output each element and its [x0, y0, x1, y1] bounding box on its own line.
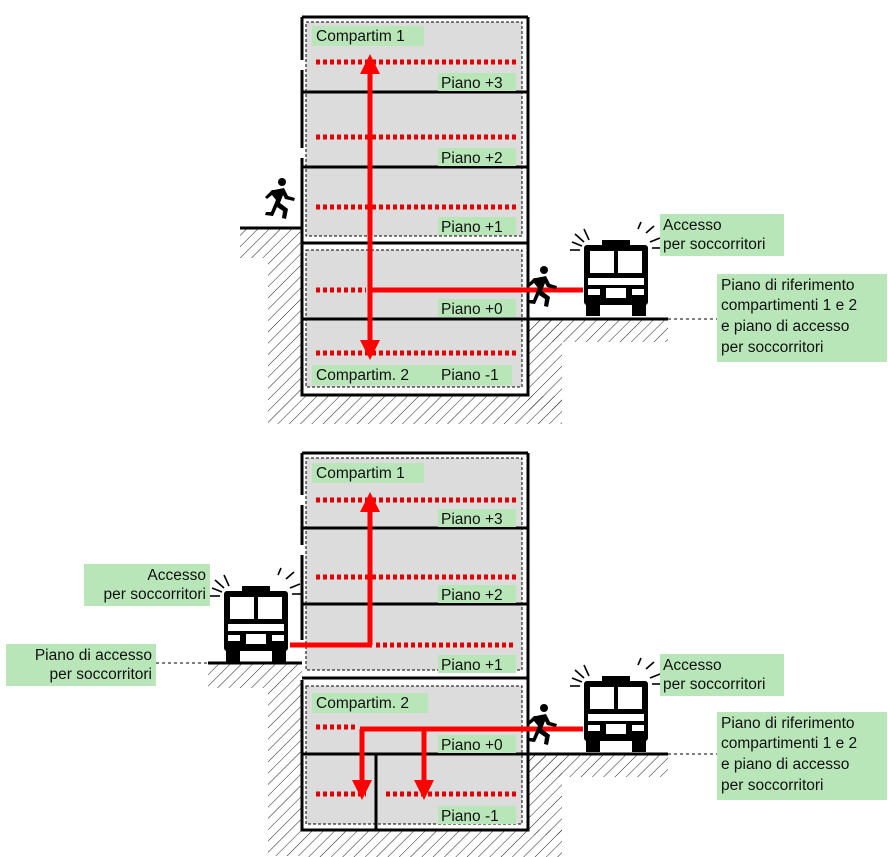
reference-label: e piano di accesso [721, 756, 849, 773]
floor-label: Piano +2 [441, 150, 503, 167]
ground-hatch [528, 755, 668, 777]
compartment-1-label: Compartim 1 [316, 28, 405, 45]
floor-label: Piano +0 [441, 301, 503, 318]
fire-truck-icon [569, 221, 663, 317]
ground-hatch [302, 396, 562, 424]
access-floor-label: Piano di accesso [35, 647, 152, 664]
reference-label: per soccorritori [721, 339, 824, 356]
access-floor-label: per soccorritori [50, 666, 153, 683]
ground-hatch [208, 662, 302, 688]
compartment-2-label: Compartim. 2 [316, 367, 409, 384]
ground-hatch [528, 320, 668, 342]
reference-label: Piano di riferimento [721, 277, 855, 294]
compartment-1-label: Compartim 1 [316, 465, 405, 482]
ground-hatch [268, 258, 302, 424]
floor-label: Piano +0 [441, 737, 503, 754]
bottom-diagram: Compartim 1 Piano +3 Piano +2 Piano +1 C… [6, 451, 887, 857]
fire-truck-icon [569, 657, 663, 753]
reference-label: per soccorritori [721, 777, 824, 794]
top-diagram: Compartim 1 Piano +3 Piano +2 Piano +1 P… [240, 15, 887, 424]
floor-label: Piano +1 [441, 219, 503, 236]
reference-label: Piano di riferimento [721, 715, 855, 732]
running-person-icon [527, 704, 557, 745]
compartment-1-area [305, 457, 523, 671]
access-label: Accesso [663, 657, 722, 674]
compartment-2-label: Compartim. 2 [316, 695, 409, 712]
floor-label: Piano +1 [441, 657, 503, 674]
reference-label: compartimenti 1 e 2 [721, 735, 857, 752]
reference-label: e piano di accesso [721, 318, 849, 335]
running-person-icon [265, 178, 295, 219]
ground-hatch [240, 228, 302, 258]
access-label: per soccorritori [663, 676, 766, 693]
floor-label: Piano +3 [441, 75, 503, 92]
ground-hatch [302, 830, 562, 857]
access-label: Accesso [147, 567, 206, 584]
fire-truck-icon [209, 567, 303, 663]
access-label: Accesso [663, 217, 722, 234]
access-label: per soccorritori [663, 236, 766, 253]
reference-label: compartimenti 1 e 2 [721, 297, 857, 314]
floor-label: Piano +2 [441, 587, 503, 604]
running-person-icon [527, 266, 557, 307]
floor-label: Piano -1 [441, 808, 499, 825]
ground-hatch [268, 688, 302, 856]
evacuation-path [290, 492, 583, 800]
compartment-1-area [305, 21, 523, 237]
floor-label: Piano -1 [441, 367, 499, 384]
access-label: per soccorritori [104, 586, 207, 603]
floor-label: Piano +3 [441, 511, 503, 528]
evacuation-path [360, 54, 583, 360]
